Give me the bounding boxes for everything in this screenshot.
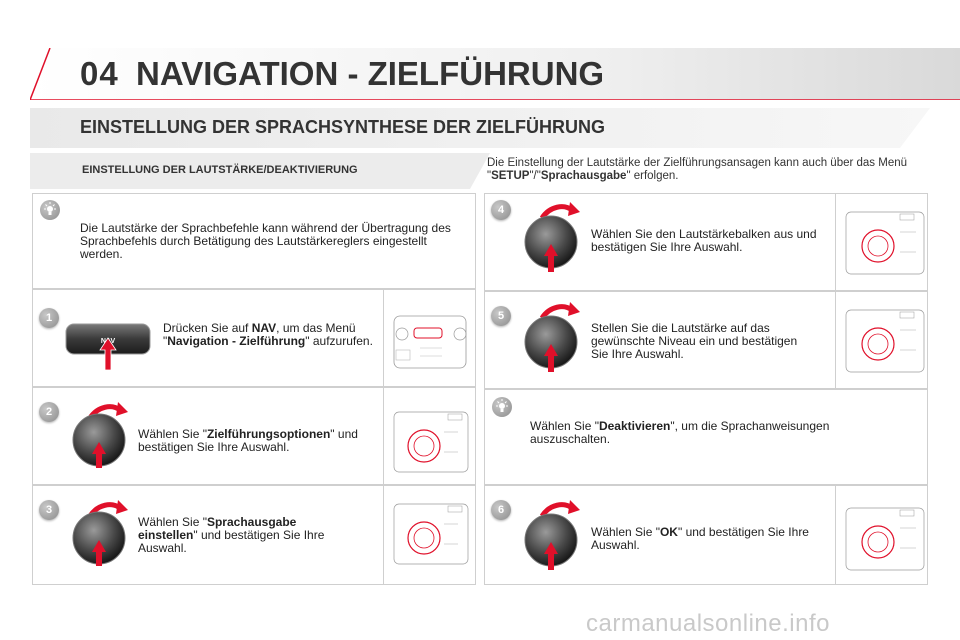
step-5-text: Stellen Sie die Lautstärke auf das gewün… bbox=[591, 321, 798, 361]
tip-text-right: Wählen Sie "Deaktivieren", um die Sprach… bbox=[530, 419, 830, 446]
subsection-band bbox=[30, 153, 490, 189]
step-number-badge: 3 bbox=[39, 500, 59, 520]
rotary-knob-icon bbox=[524, 202, 580, 272]
radio-panel-thumbnail bbox=[390, 298, 470, 374]
watermark: carmanualsonline.info bbox=[586, 610, 830, 637]
step-number-badge: 5 bbox=[491, 306, 511, 326]
tip-text-left: Die Lautstärke der Sprachbefehle kann wä… bbox=[80, 221, 451, 261]
lightbulb-icon bbox=[492, 397, 512, 417]
chapter-title: NAVIGATION - ZIELFÜHRUNG bbox=[136, 55, 605, 92]
radio-panel-thumbnail bbox=[393, 503, 469, 565]
lightbulb-icon bbox=[40, 200, 60, 220]
radio-panel-thumbnail bbox=[393, 411, 469, 473]
step-number-badge: 1 bbox=[39, 308, 59, 328]
panel-divider bbox=[383, 289, 384, 585]
section-title: EINSTELLUNG DER SPRACHSYNTHESE DER ZIELF… bbox=[80, 117, 606, 137]
subsection-title: EINSTELLUNG DER LAUTSTÄRKE/DEAKTIVIERUNG bbox=[82, 164, 358, 176]
tip-panel-left bbox=[32, 193, 476, 289]
panel-divider bbox=[835, 193, 836, 389]
panel-divider bbox=[835, 485, 836, 585]
section-band bbox=[30, 108, 930, 148]
rotary-knob-icon bbox=[72, 402, 128, 468]
step-3-text: Wählen Sie "Sprachausgabe einstellen" un… bbox=[138, 515, 325, 555]
nav-button-icon: NAV bbox=[65, 323, 151, 371]
step-number-badge: 2 bbox=[39, 402, 59, 422]
radio-panel-thumbnail bbox=[845, 211, 925, 275]
tip-panel-right bbox=[484, 389, 928, 485]
step-1-text: Drücken Sie auf NAV, um das Menü "Naviga… bbox=[163, 321, 373, 348]
rotary-knob-icon bbox=[524, 500, 580, 570]
rotary-knob-icon bbox=[72, 500, 128, 566]
step-2-text: Wählen Sie "Zielführungsoptionen" und be… bbox=[138, 427, 358, 454]
step-4-text: Wählen Sie den Lautstärkebalken aus und … bbox=[591, 227, 817, 254]
chapter-header-bar bbox=[30, 48, 960, 100]
rotary-knob-icon bbox=[524, 302, 580, 372]
step-6-text: Wählen Sie "OK" und bestätigen Sie Ihre … bbox=[591, 525, 809, 552]
intro-text: Die Einstellung der Lautstärke der Zielf… bbox=[487, 157, 908, 182]
step-number-badge: 4 bbox=[491, 200, 511, 220]
step-number-badge: 6 bbox=[491, 500, 511, 520]
radio-panel-thumbnail bbox=[845, 309, 925, 373]
radio-panel-thumbnail bbox=[845, 507, 925, 571]
chapter-number: 04 bbox=[80, 55, 119, 92]
